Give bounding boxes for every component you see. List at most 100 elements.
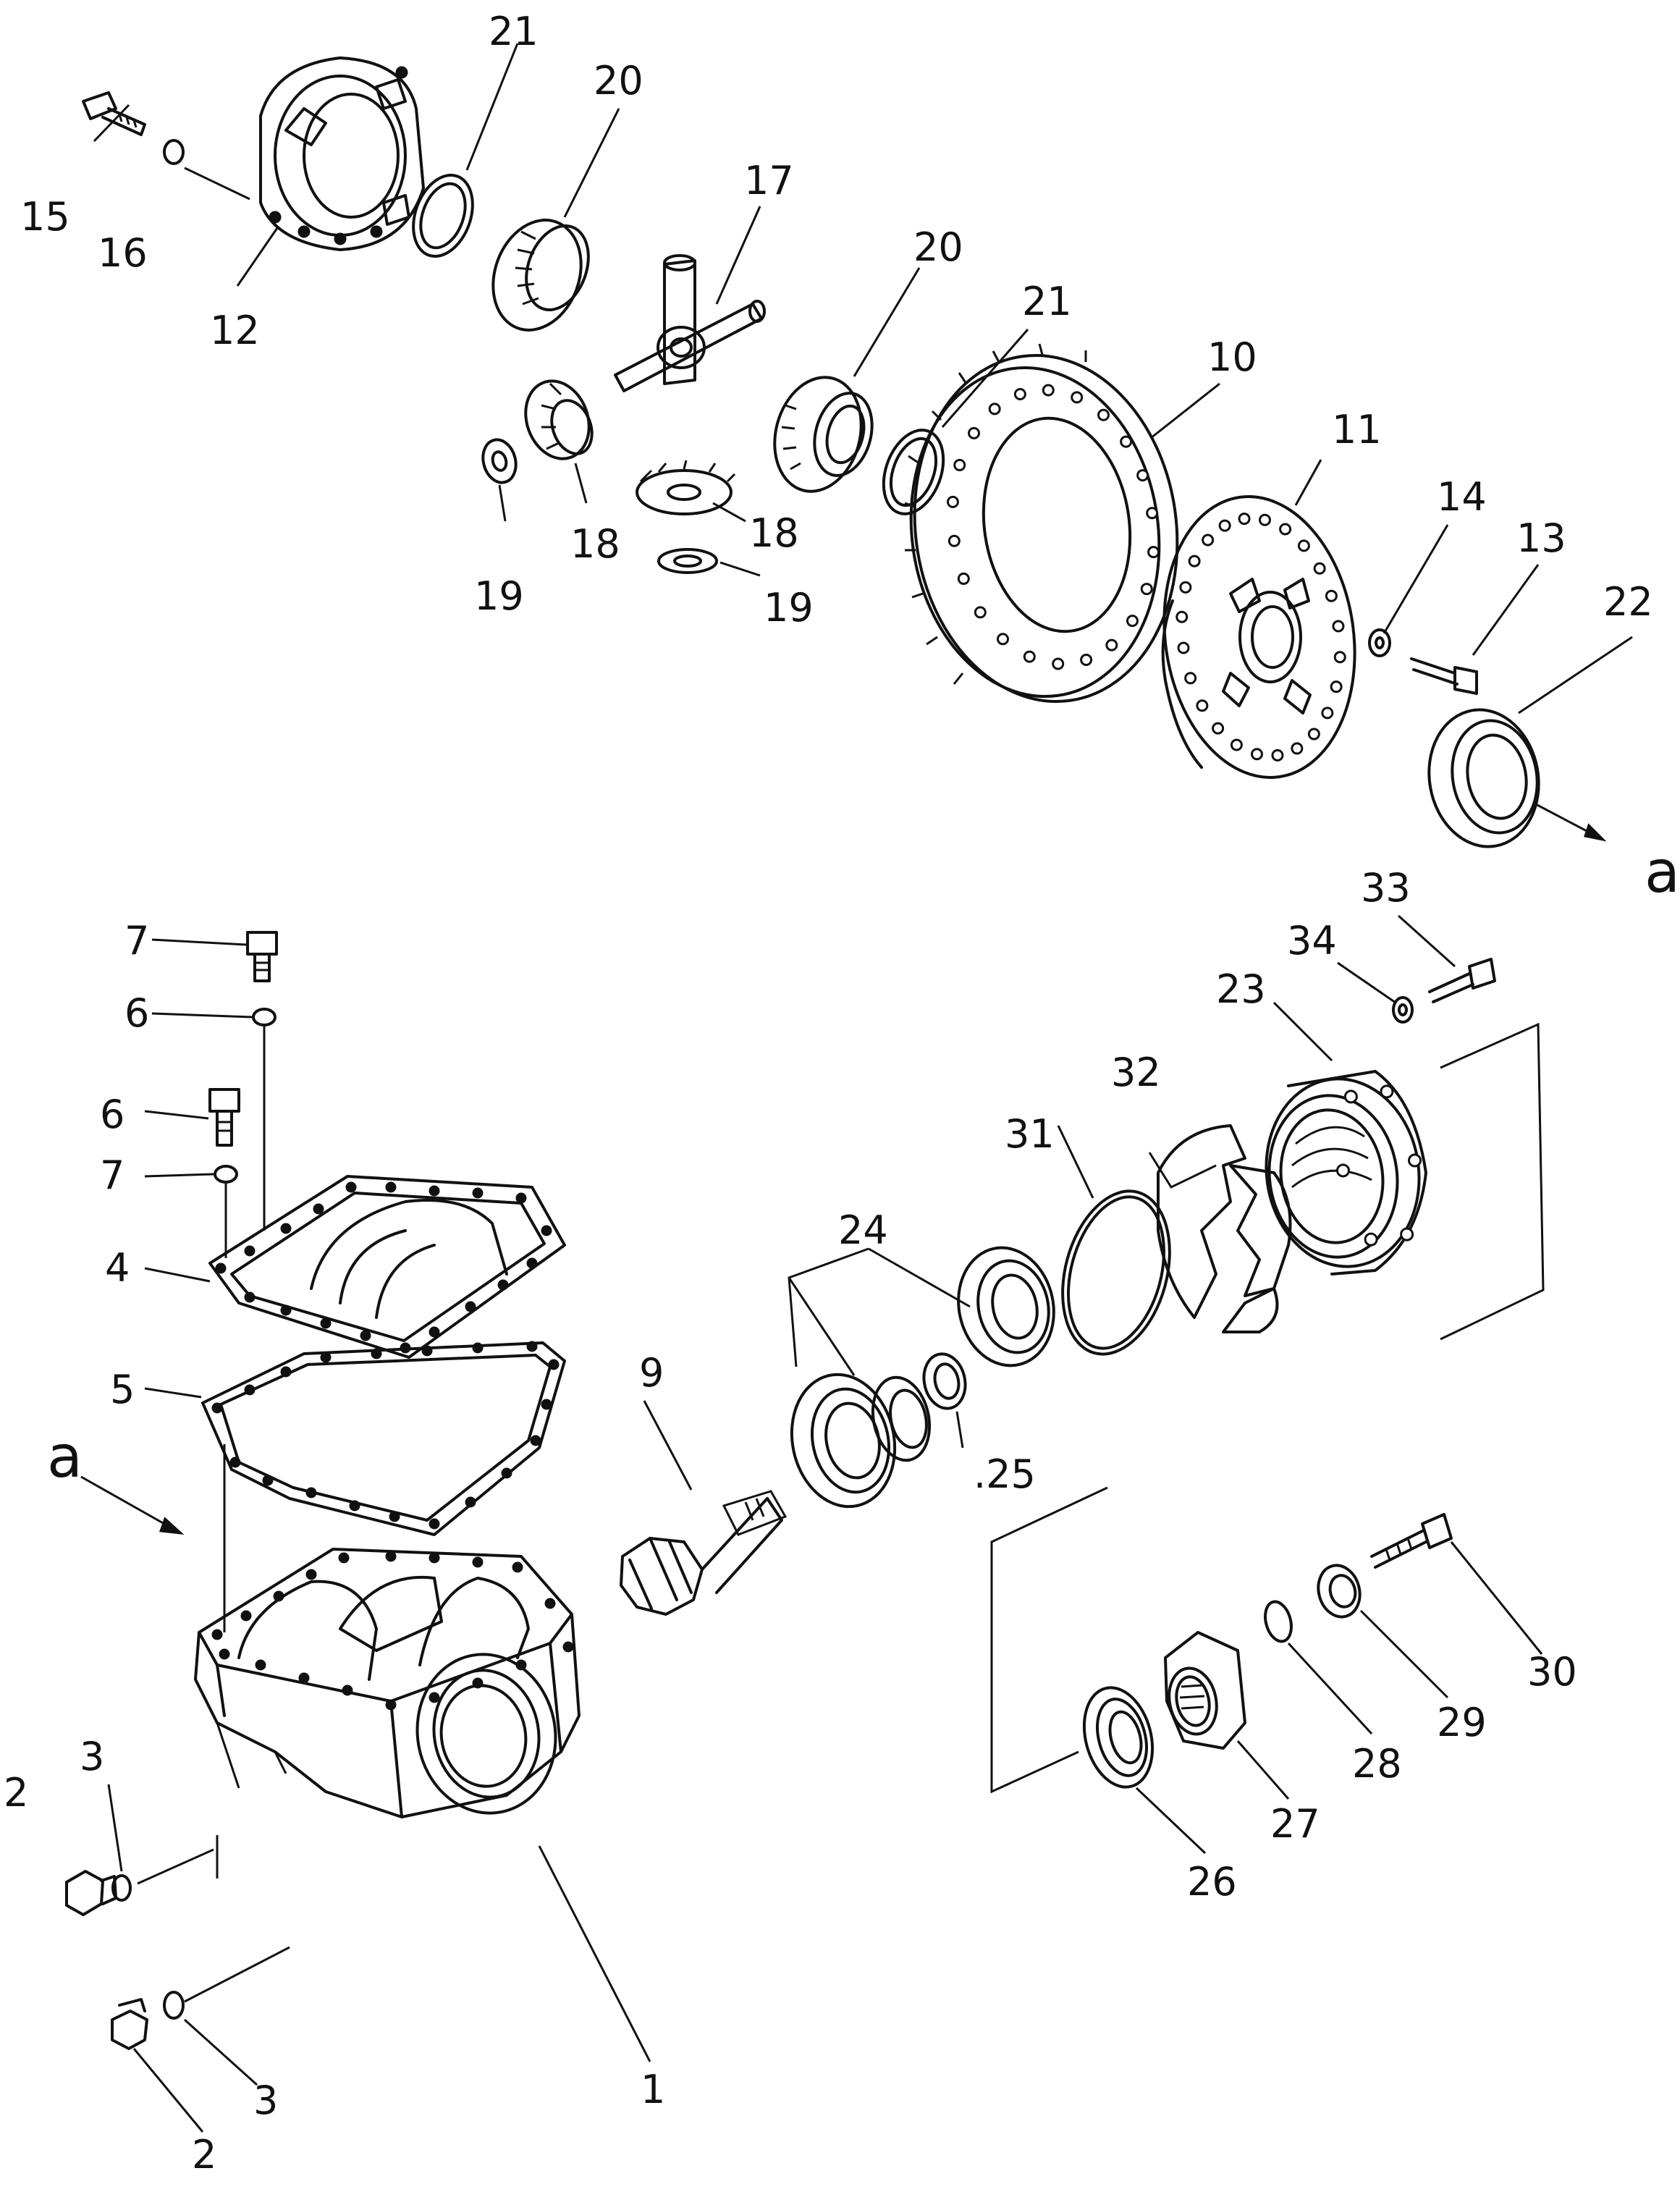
bolt-hole (1184, 672, 1197, 685)
bolt-hole (385, 1699, 397, 1711)
bolt-hole (1321, 707, 1334, 720)
bolt-hole (1080, 654, 1093, 667)
reference-arrow-a-left (80, 1475, 185, 1535)
bolt-hole (1238, 513, 1251, 526)
bolt-hole (1251, 748, 1264, 761)
bolt-hole (1140, 583, 1153, 596)
bolt-hole (1023, 650, 1036, 663)
bolt-hole (1177, 641, 1190, 654)
part-30-bolt (1370, 1513, 1453, 1569)
part-27-coupling (1164, 1631, 1246, 1750)
part-31-oring (1061, 1189, 1171, 1356)
bolt-hole (526, 1257, 538, 1269)
bolt-hole (1408, 1153, 1422, 1168)
leader-lines (93, 43, 1633, 2133)
part-22-bearing (1427, 708, 1540, 848)
bolt-hole (548, 1359, 560, 1370)
part-29-washer (1317, 1564, 1362, 1619)
bolt-hole (342, 1685, 353, 1696)
part-28-oring (1264, 1600, 1293, 1643)
bolt-hole (280, 1223, 292, 1234)
part-21-thrust-washer-left (412, 173, 474, 258)
label-part-9-text: 9 (639, 1350, 664, 1396)
label-part-15: 15 (20, 194, 70, 240)
bolt-hole (244, 1384, 256, 1396)
bolt-hole (385, 1181, 397, 1193)
bolt-hole (1136, 469, 1149, 482)
bolt-hole (541, 1399, 552, 1410)
label-part-3-upper: 3 (80, 1734, 104, 1779)
bolt-hole (338, 1552, 350, 1564)
part-9-drive-pinion (620, 1490, 788, 1616)
label-part-3-lower: 3 (253, 2078, 278, 2123)
label-part-17: 17 (744, 158, 794, 203)
bolt-hole (1380, 1084, 1394, 1099)
part-7-bolt (246, 931, 278, 982)
bolt-hole (229, 1456, 241, 1468)
part-32-shims (1157, 1124, 1292, 1333)
bolt-hole (1105, 638, 1118, 652)
label-part-20-right: 20 (913, 224, 963, 270)
bolt-hole (305, 1487, 317, 1498)
bolt-hole (320, 1352, 332, 1363)
bolt-hole (515, 1659, 527, 1671)
bolt-hole (244, 1291, 256, 1303)
part-number-labels: 15 16 12 21 20 17 20 21 10 11 14 13 22 1… (4, 9, 1680, 2177)
bolt-hole (262, 1475, 274, 1486)
bolt-hole (1343, 1089, 1358, 1104)
label-part-20-top: 20 (594, 58, 643, 104)
bolt-hole (1202, 534, 1215, 547)
bolt-hole (501, 1467, 512, 1479)
label-part-30: 30 (1527, 1649, 1577, 1695)
label-part-24: 24 (838, 1207, 888, 1253)
bolt-hole (996, 633, 1009, 646)
label-part-8-upper: 6 (124, 990, 149, 1036)
bolt-hole (968, 426, 981, 439)
label-part-28: 28 (1352, 1741, 1402, 1787)
bolt-hole (1332, 620, 1345, 633)
part-6-bolt (208, 1088, 240, 1147)
part-25-spacer (922, 1352, 967, 1410)
bolt-hole (211, 1402, 223, 1414)
bolt-hole (305, 1569, 317, 1580)
part-18-pinion-gear-bottom (636, 460, 736, 515)
bolt-hole (349, 1500, 360, 1512)
bolt-hole (1307, 728, 1320, 741)
bolt-hole (219, 1648, 230, 1660)
part-2-plug-upper (65, 1870, 117, 1916)
bolt-hole (429, 1552, 440, 1564)
label-part-10: 10 (1207, 334, 1257, 380)
bolt-hole (472, 1187, 484, 1199)
bolt-hole (1120, 435, 1133, 448)
bolt-hole (472, 1342, 484, 1354)
bolt-hole (240, 1610, 252, 1622)
bolt-hole (1218, 519, 1231, 532)
part-14-washer (1368, 628, 1391, 657)
bolt-hole (429, 1692, 440, 1703)
label-part-22: 22 (1603, 579, 1653, 625)
bolt-hole (389, 1511, 400, 1522)
label-part-32: 32 (1111, 1050, 1161, 1095)
part-12-differential-case (259, 56, 425, 251)
part-8-washer-lower (214, 1165, 238, 1184)
bolt-hole (1291, 742, 1304, 755)
label-part-26: 26 (1187, 1859, 1237, 1905)
bolt-hole (526, 1341, 538, 1352)
label-part-25: .25 (974, 1451, 1036, 1497)
part-2-plug-lower (111, 1998, 148, 2050)
bolt-hole (1175, 610, 1189, 623)
bolt-hole (1052, 657, 1065, 670)
bolt-hole (1333, 651, 1346, 664)
part-5-gasket (201, 1341, 566, 1536)
bolt-hole (957, 572, 970, 585)
bolt-hole (211, 1629, 223, 1640)
label-part-2-lower: 2 (192, 2132, 216, 2177)
part-8-washer-upper (252, 1008, 277, 1026)
bolt-hole (273, 1590, 284, 1602)
bolt-hole (1400, 1227, 1414, 1241)
label-part-12: 12 (210, 308, 260, 353)
bolt-hole (1126, 615, 1139, 628)
part-26-oil-seal (1082, 1686, 1155, 1789)
bolt-hole (515, 1192, 527, 1204)
